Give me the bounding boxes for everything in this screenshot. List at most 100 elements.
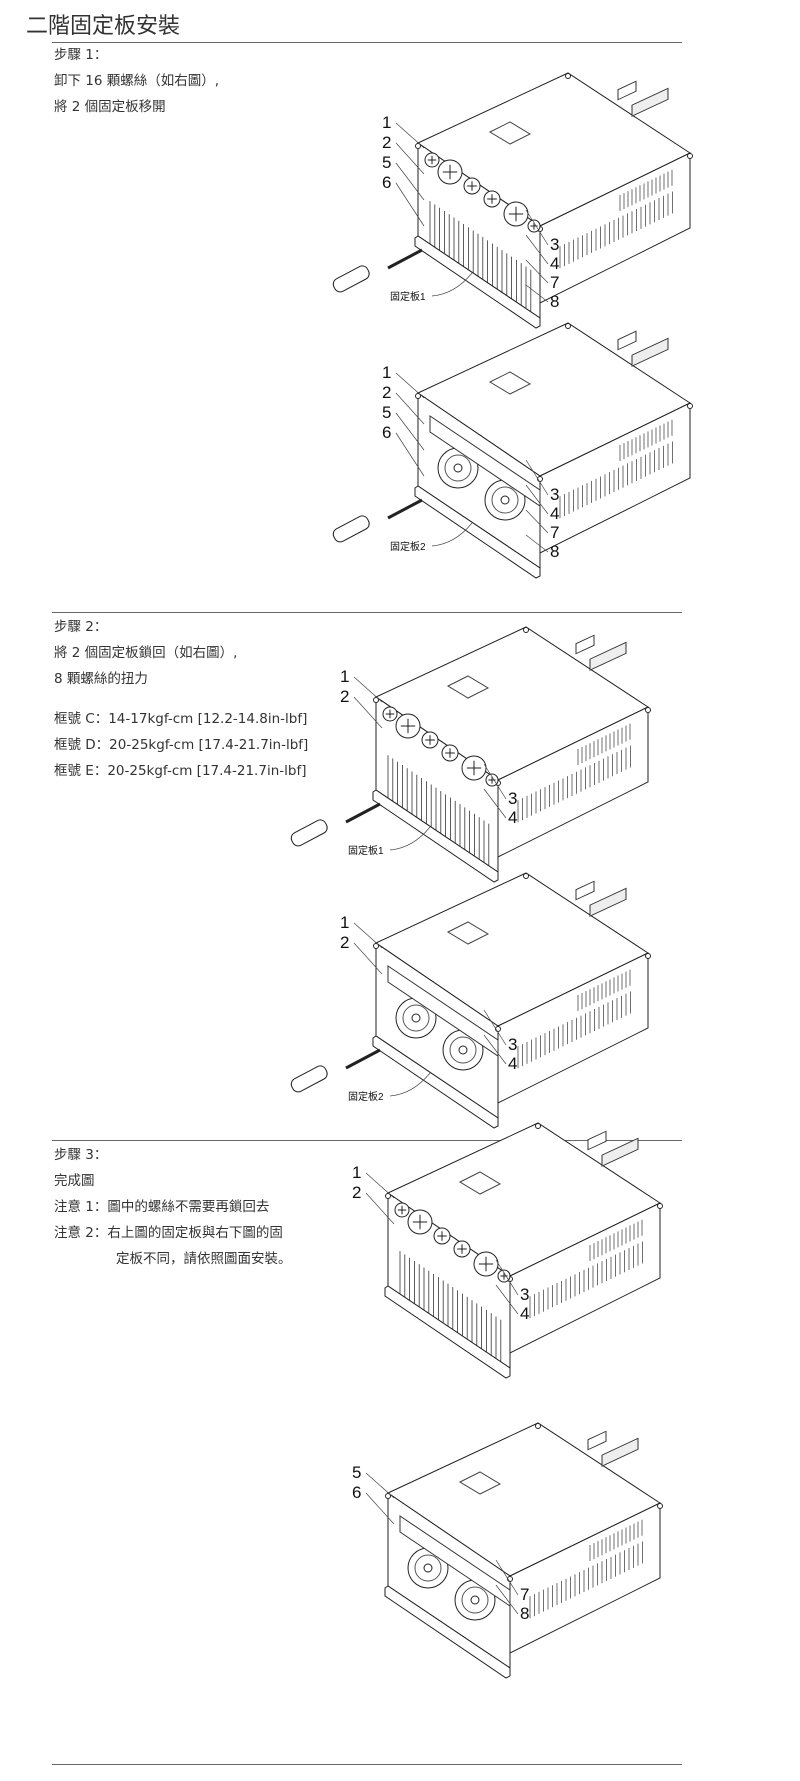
screw-icon	[373, 943, 379, 949]
leader-line	[495, 1559, 519, 1596]
step2-text: 步驟 2： 將 2 個固定板鎖回（如右圖）, 8 顆螺絲的扭力 框號 C：14-…	[54, 614, 308, 784]
callout-number: 3	[508, 1035, 517, 1054]
front-bezel	[429, 415, 541, 507]
leader-line	[353, 676, 383, 703]
fan-hub	[453, 463, 463, 473]
screwdriver-shaft	[387, 498, 423, 520]
step2-divider	[52, 612, 682, 613]
screw-icon	[565, 73, 571, 79]
fixing-plate	[384, 1585, 511, 1679]
bottom-divider	[52, 1764, 682, 1765]
screwdriver-icon	[332, 498, 423, 543]
keypad-icon	[587, 1430, 607, 1451]
leader-line	[495, 1259, 519, 1296]
callout-number: 2	[382, 383, 391, 402]
callout-number: 7	[520, 1585, 529, 1604]
fixing-plate	[384, 1285, 511, 1379]
step3-text: 步驟 3： 完成圖 注意 1：圖中的螺絲不需要再鎖回去 注意 2：右上圖的固定板…	[54, 1142, 292, 1272]
leader-line	[365, 1472, 395, 1499]
callout-number: 8	[550, 292, 559, 311]
step3-divider	[52, 1140, 682, 1141]
plus-icon	[442, 164, 458, 180]
leader-line	[395, 372, 425, 399]
callout-number: 4	[520, 1304, 529, 1323]
fixing-plate	[372, 789, 499, 883]
plus-icon	[478, 1256, 494, 1272]
leader-line	[495, 1284, 519, 1315]
keypad-icon	[575, 880, 595, 901]
fan-hub	[500, 495, 510, 505]
leader-line	[525, 284, 549, 303]
step1-heading: 步驟 1：	[54, 47, 108, 63]
step2-line: 8 顆螺絲的扭力	[54, 671, 148, 687]
screwdriver-icon	[290, 802, 381, 847]
callout-number: 1	[340, 913, 349, 932]
callout-number: 2	[340, 933, 349, 952]
leader-line	[483, 1009, 507, 1046]
keypad-icon	[575, 634, 595, 655]
callout-number: 5	[382, 153, 391, 172]
side-panel	[509, 1502, 661, 1654]
leader-line	[365, 1492, 395, 1525]
fixing-plate	[372, 1035, 499, 1129]
callout-number: 6	[352, 1483, 361, 1502]
fan-hub	[411, 1013, 421, 1023]
screw-icon	[415, 143, 421, 149]
fan-hub	[458, 1045, 468, 1055]
step2-heading: 步驟 2：	[54, 619, 108, 635]
keypad-icon	[617, 80, 637, 101]
keypad-icon	[589, 887, 627, 917]
leader-line	[389, 826, 431, 851]
leader-line	[395, 122, 425, 149]
fixing-plate	[414, 235, 541, 329]
fan-ring	[461, 1586, 489, 1614]
leader-line	[431, 522, 473, 547]
leader-line	[395, 182, 425, 227]
fixing-plate-label: 固定板2	[348, 1090, 384, 1103]
leader-line	[495, 1584, 519, 1615]
step3-heading: 步驟 3：	[54, 1147, 108, 1163]
leader-line	[395, 142, 425, 175]
callout-number: 4	[550, 504, 559, 523]
plus-icon	[437, 1231, 447, 1241]
step1-line: 卸下 16 顆螺絲（如右圖）,	[54, 73, 220, 89]
leader-line	[353, 922, 383, 949]
side-panel	[509, 1202, 661, 1354]
fan-ring	[449, 1036, 477, 1064]
label-plate	[446, 675, 490, 699]
screwdriver-handle	[332, 515, 370, 543]
callout-number: 1	[352, 1163, 361, 1182]
leader-line	[483, 788, 507, 819]
keypad-icon	[601, 1137, 639, 1167]
callout-number: 3	[520, 1285, 529, 1304]
screw-icon	[645, 707, 651, 713]
leader-line	[483, 1034, 507, 1065]
callout-number: 2	[352, 1183, 361, 1202]
step1-text: 步驟 1： 卸下 16 顆螺絲（如右圖）, 將 2 個固定板移開	[54, 42, 219, 120]
keypad-icon	[589, 641, 627, 671]
callout-number: 8	[550, 542, 559, 561]
plus-icon	[397, 1205, 407, 1215]
plus-icon	[508, 206, 524, 222]
leader-line	[389, 1072, 431, 1097]
label-plate	[458, 1471, 502, 1495]
keypad-icon	[631, 337, 669, 367]
screw-icon	[657, 1503, 663, 1509]
screw-icon	[535, 1423, 541, 1429]
fan-hub	[423, 1563, 433, 1573]
figure-inverter-5: 12 34	[352, 1122, 663, 1379]
fan-hub	[470, 1595, 480, 1605]
callout-number: 2	[340, 687, 349, 706]
torque-frame-d: 框號 D：20-25kgf-cm [17.4-21.7in-lbf]	[54, 737, 309, 753]
screw-icon	[687, 403, 693, 409]
leader-line	[395, 432, 425, 477]
leader-line	[365, 1172, 395, 1199]
screw-icon	[385, 1493, 391, 1499]
callout-number: 4	[508, 808, 517, 827]
title-divider	[52, 42, 682, 43]
